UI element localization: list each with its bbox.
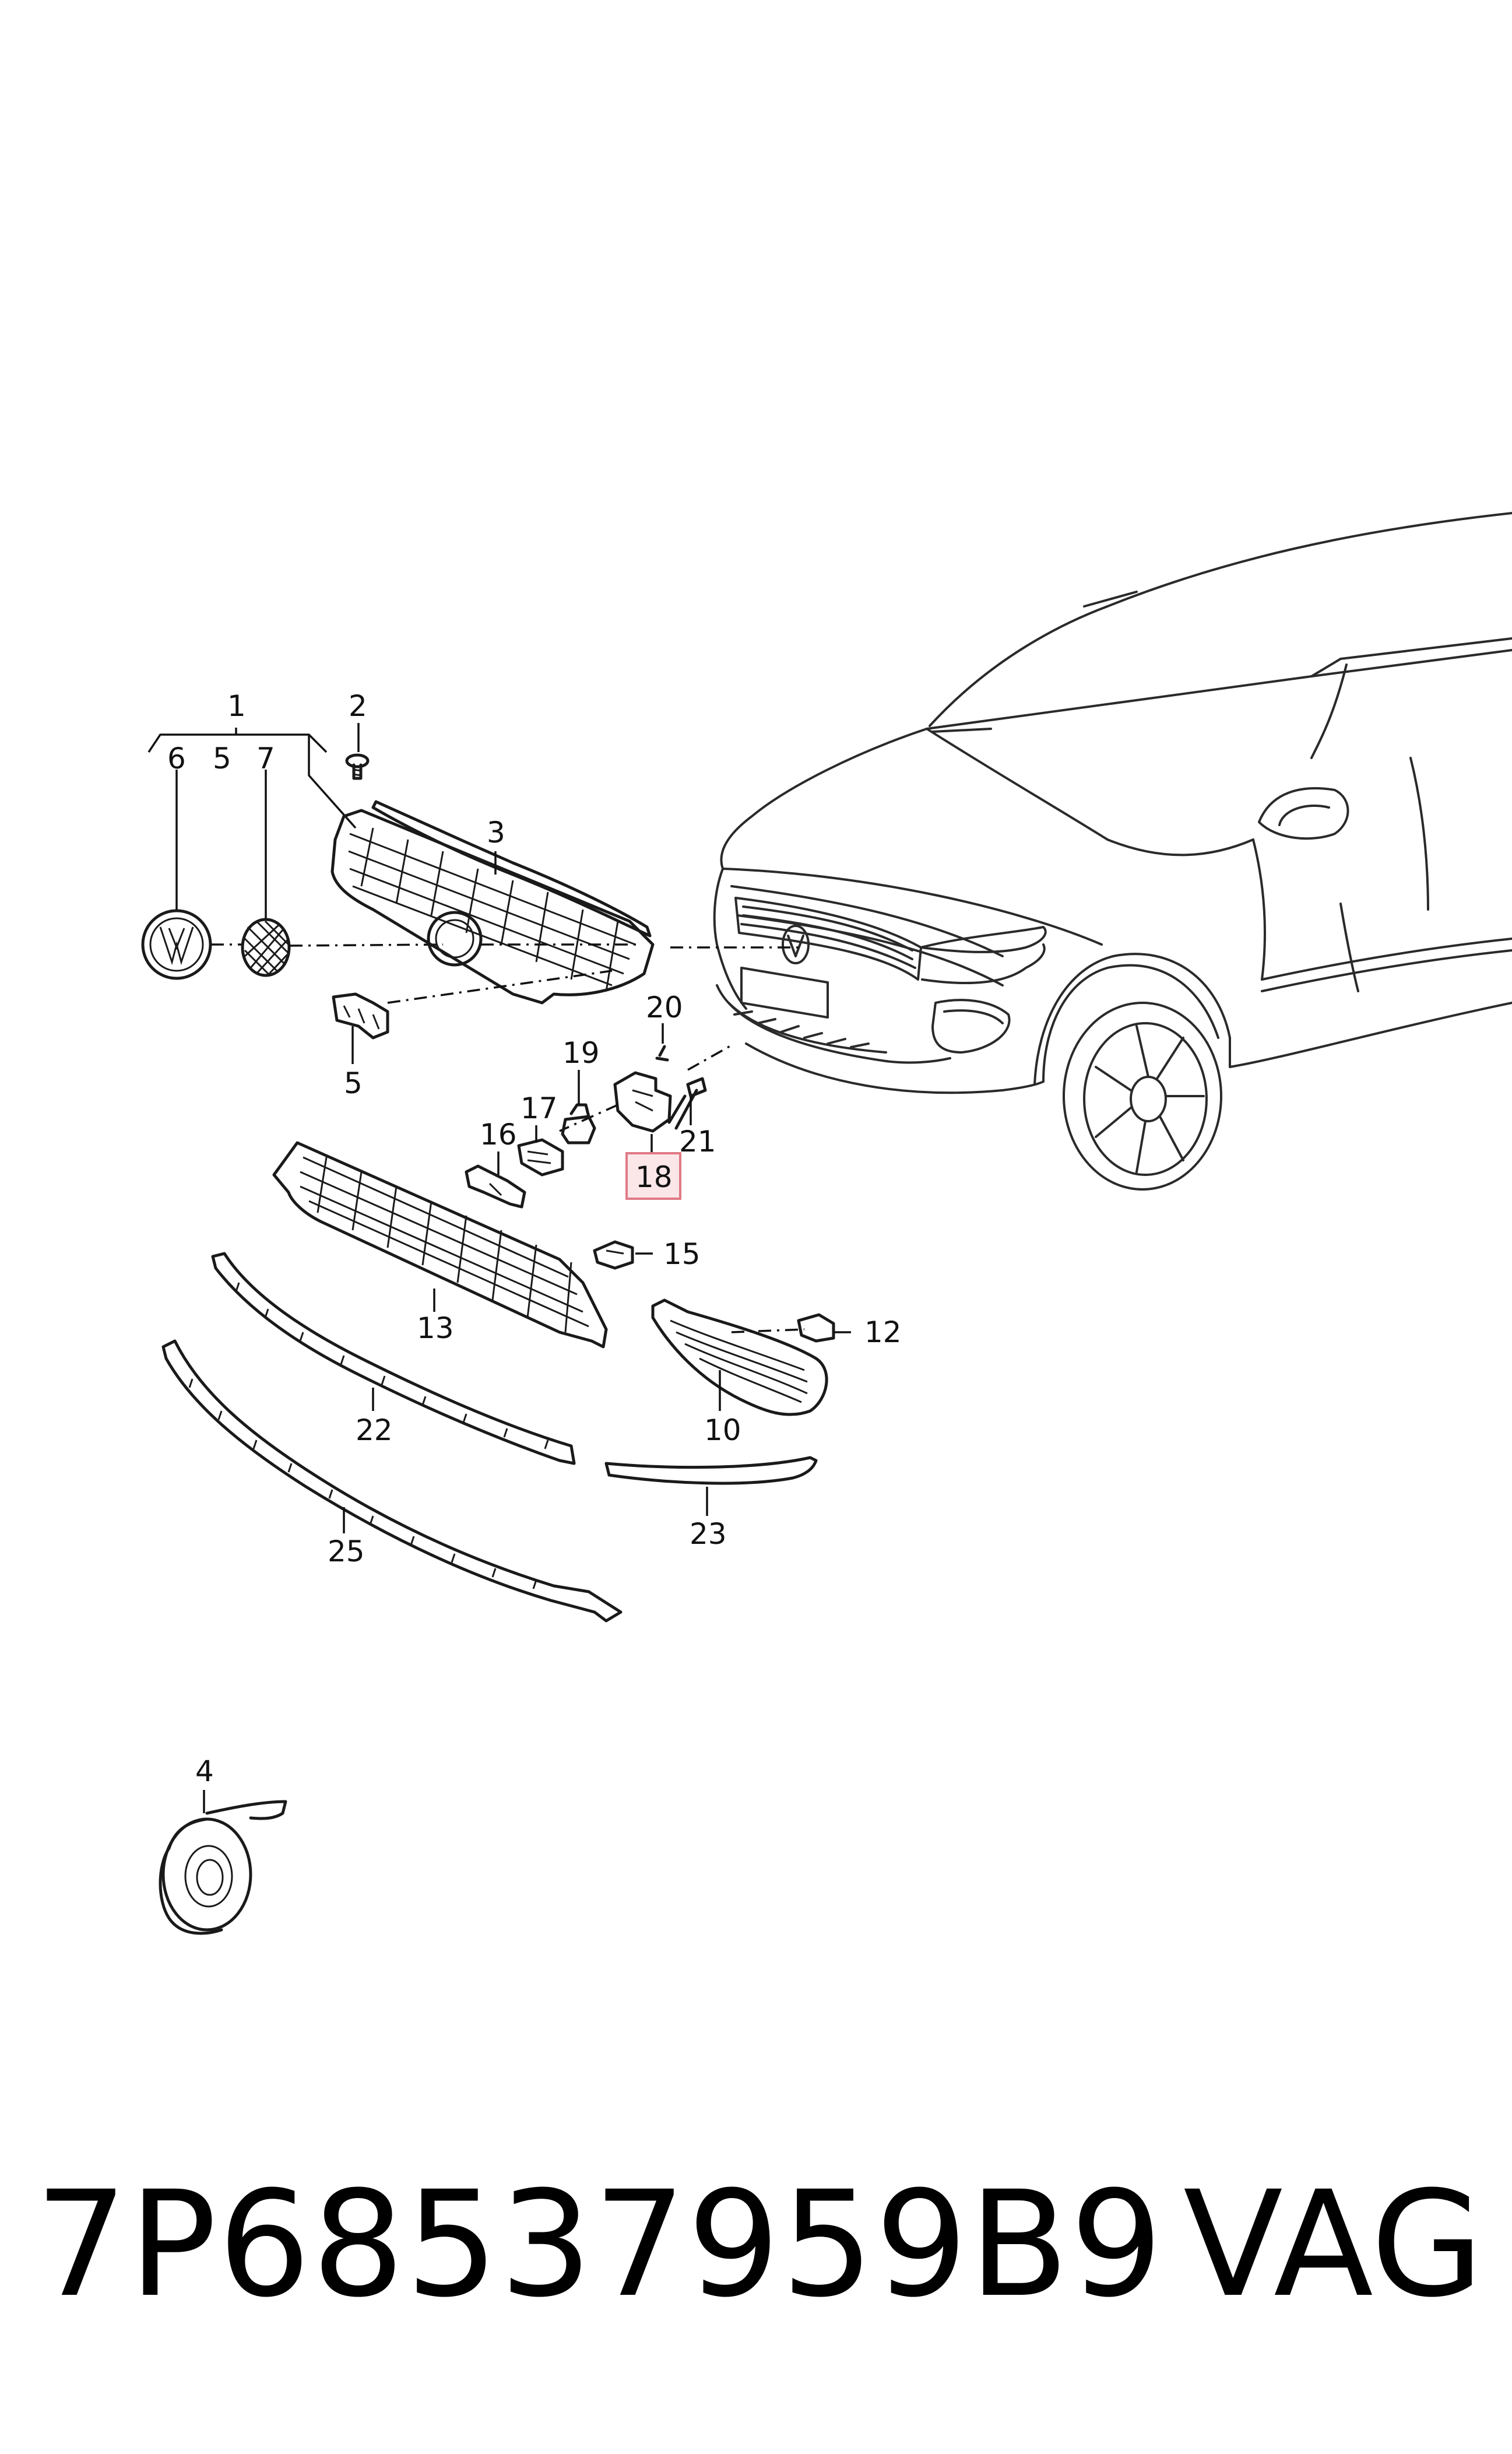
callout-1: 1 — [227, 689, 246, 723]
fog-grille-10 — [651, 1298, 828, 1416]
callout-17: 17 — [521, 1091, 558, 1125]
callout-22: 22 — [356, 1413, 393, 1447]
callout-23: 23 — [690, 1517, 727, 1551]
vw-emblem — [141, 770, 212, 980]
callout-19: 19 — [562, 1036, 600, 1070]
brand-label: VAG — [1183, 2160, 1484, 2329]
callout-1-bracket — [147, 728, 357, 829]
callout-10: 10 — [704, 1413, 741, 1447]
vehicle-outline — [713, 512, 1512, 1191]
part-number: 7P68537959B9 — [35, 2160, 1164, 2329]
callout-5-top: 5 — [213, 742, 231, 775]
callout-15: 15 — [663, 1237, 701, 1271]
callout-labels: 1 2 3 4 5 5 6 7 10 12 13 15 16 17 18 19 … — [167, 689, 902, 1788]
callout-18: 18 — [635, 1160, 673, 1194]
callout-13: 13 — [417, 1311, 454, 1345]
highlight-box-18 — [625, 1152, 681, 1200]
clip-15 — [593, 1240, 653, 1270]
callout-20: 20 — [646, 991, 683, 1024]
clip-5 — [332, 970, 613, 1064]
trim-strip-25 — [161, 1339, 623, 1623]
tape-roll-4 — [159, 1790, 287, 1935]
trim-strip-22 — [211, 1252, 576, 1465]
mesh-disc — [211, 770, 444, 977]
callout-25: 25 — [328, 1535, 365, 1568]
clip-12 — [797, 1313, 851, 1343]
callout-2: 2 — [349, 689, 367, 723]
mounting-bracket — [465, 1023, 735, 1209]
callout-5-clip: 5 — [344, 1066, 363, 1100]
callout-3: 3 — [487, 816, 505, 849]
trim-strip-23 — [604, 1456, 818, 1516]
callout-7: 7 — [256, 742, 275, 775]
footer: 7P68537959B9 VAG — [0, 2169, 1512, 2320]
callout-21: 21 — [679, 1125, 716, 1158]
callout-16: 16 — [480, 1118, 517, 1151]
screw-2 — [345, 723, 370, 780]
main-grille — [330, 809, 799, 1005]
chrome-strip-3 — [371, 800, 652, 938]
callout-4: 4 — [195, 1754, 214, 1788]
callout-6: 6 — [167, 742, 186, 775]
callout-12: 12 — [864, 1315, 902, 1349]
lower-grille-13 — [272, 1141, 608, 1349]
